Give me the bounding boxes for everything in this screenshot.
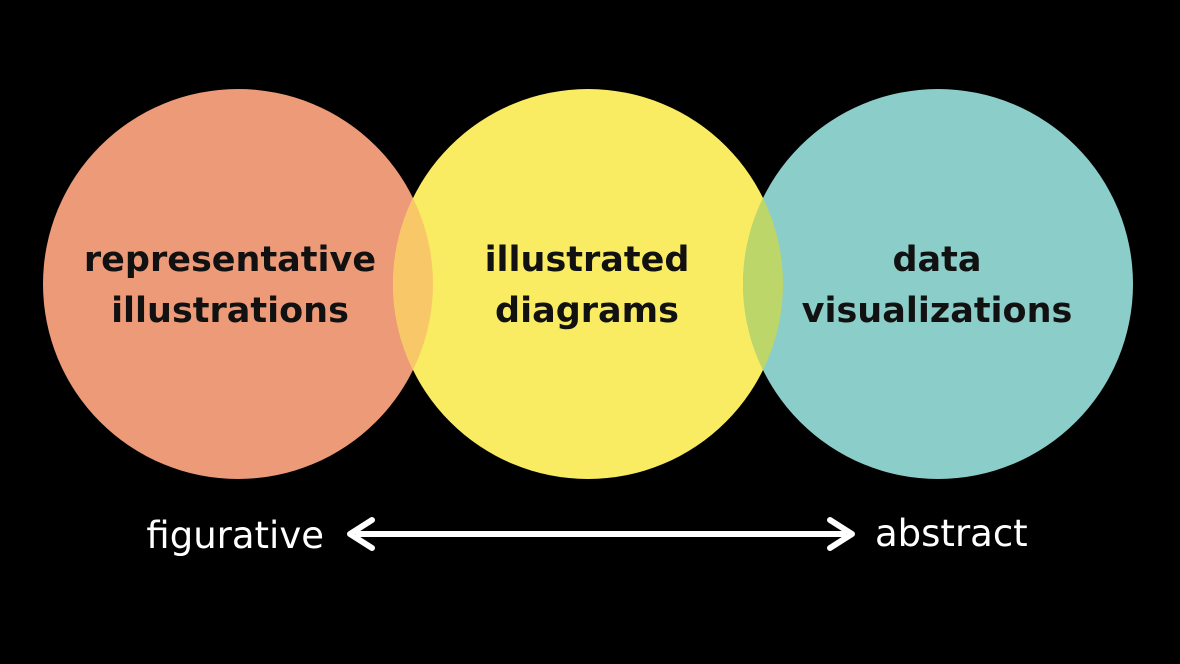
axis-label-figurative: figurative xyxy=(146,514,324,557)
circle-representative-illustrations xyxy=(43,89,433,479)
label-representative-line2: illustrations xyxy=(111,291,349,331)
arrow-head-right-icon xyxy=(827,517,855,551)
axis-label-abstract: abstract xyxy=(875,512,1028,555)
double-arrow xyxy=(347,517,855,551)
label-illustrated-line2: diagrams xyxy=(495,291,679,331)
label-representative-line1: representative xyxy=(84,240,376,280)
label-data-line2: visualizations xyxy=(802,291,1073,331)
arrow-head-left-icon xyxy=(347,517,375,551)
circle-data-visualizations xyxy=(743,89,1133,479)
circle-illustrated-diagrams xyxy=(393,89,783,479)
label-illustrated-line1: illustrated xyxy=(485,240,690,280)
label-data-line1: data xyxy=(892,240,981,280)
